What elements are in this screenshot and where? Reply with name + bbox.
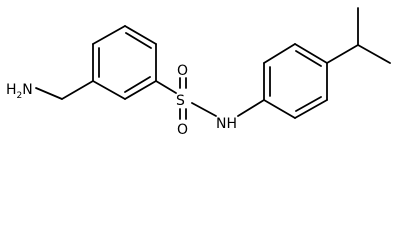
bond <box>294 43 328 64</box>
bond <box>92 25 126 45</box>
ring-sulfur-bond <box>155 80 177 94</box>
bond <box>357 44 391 64</box>
bond <box>124 25 157 45</box>
bond <box>294 99 328 119</box>
sulfur-label: S <box>176 93 185 109</box>
bond <box>263 43 296 64</box>
n-ring-bond <box>237 99 265 117</box>
s-n-bond <box>191 102 217 117</box>
bond <box>124 80 157 100</box>
amine-label: H2N <box>6 82 33 101</box>
double-bond-inner <box>124 76 151 93</box>
bond <box>326 44 359 64</box>
molecule-structure: H2N S O O NH <box>6 7 391 138</box>
double-bond-inner <box>295 96 322 112</box>
ch2-n-bond <box>35 87 63 100</box>
nh-label: NH <box>216 116 237 132</box>
oxygen-bottom-label: O <box>177 122 188 138</box>
isopropyl-group <box>326 7 391 64</box>
bond <box>263 99 296 119</box>
ch2-bond <box>61 80 94 100</box>
oxygen-top-label: O <box>177 63 188 79</box>
double-bond-inner <box>295 50 322 67</box>
right-benzene-ring <box>263 43 328 119</box>
double-bond-inner <box>125 32 152 49</box>
bond <box>92 80 126 100</box>
left-benzene-ring <box>92 25 157 100</box>
